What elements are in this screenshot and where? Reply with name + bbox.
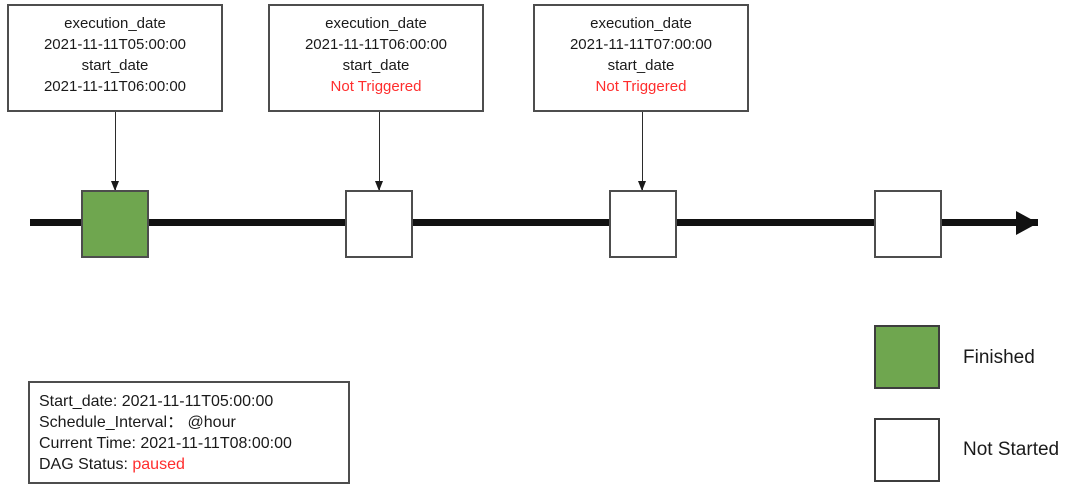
callout-3-start-value: Not Triggered	[595, 78, 687, 95]
arrow-down-icon	[111, 181, 119, 191]
callout-execution-3: execution_date 2021-11-11T07:00:00 start…	[533, 4, 749, 112]
callout-3-execution-label: execution_date	[590, 15, 692, 32]
callout-execution-1: execution_date 2021-11-11T05:00:00 start…	[7, 4, 223, 112]
callout-execution-2: execution_date 2021-11-11T06:00:00 start…	[268, 4, 484, 112]
callout-2-pointer-line	[375, 112, 383, 191]
callout-1-execution-label: execution_date	[64, 15, 166, 32]
legend-label-not-started: Not Started	[963, 439, 1060, 460]
timeline-node-3[interactable]	[609, 190, 677, 258]
callout-1-start-label: start_date	[81, 57, 149, 74]
info-dag-status: DAG Status: paused	[39, 454, 348, 475]
status-badge: paused	[132, 456, 185, 473]
info-current-time: Current Time: 2021-11-11T08:00:00	[39, 435, 292, 452]
timeline-node-1[interactable]	[81, 190, 149, 258]
callout-2-start-value: Not Triggered	[330, 78, 422, 95]
arrow-down-icon	[375, 181, 383, 191]
info-schedule-interval: Schedule_Interval： @hour	[39, 414, 236, 431]
info-start-date: Start_date: 2021-11-11T05:00:00	[39, 393, 274, 410]
callout-1-start-value: 2021-11-11T06:00:00	[43, 78, 187, 95]
arrow-down-icon	[638, 181, 646, 191]
dag-info-box: Start_date: 2021-11-11T05:00:00 Schedule…	[28, 381, 350, 484]
callout-1-pointer-line	[111, 112, 119, 191]
callout-3-start-label: start_date	[607, 57, 675, 74]
legend-swatch-not-started	[874, 418, 940, 482]
info-dag-status-label: DAG Status:	[39, 456, 128, 473]
callout-2-execution-label: execution_date	[325, 15, 427, 32]
callout-3-execution-value: 2021-11-11T07:00:00	[569, 36, 713, 53]
arrow-right-icon	[1016, 210, 1038, 235]
callout-1-execution-value: 2021-11-11T05:00:00	[43, 36, 187, 53]
legend-swatch-finished	[874, 325, 940, 389]
timeline-axis	[30, 219, 1038, 226]
callout-2-execution-value: 2021-11-11T06:00:00	[304, 36, 448, 53]
timeline-node-2[interactable]	[345, 190, 413, 258]
timeline-node-4[interactable]	[874, 190, 942, 258]
callout-3-pointer-line	[638, 112, 646, 191]
callout-2-start-label: start_date	[342, 57, 410, 74]
legend-label-finished: Finished	[963, 347, 1035, 368]
